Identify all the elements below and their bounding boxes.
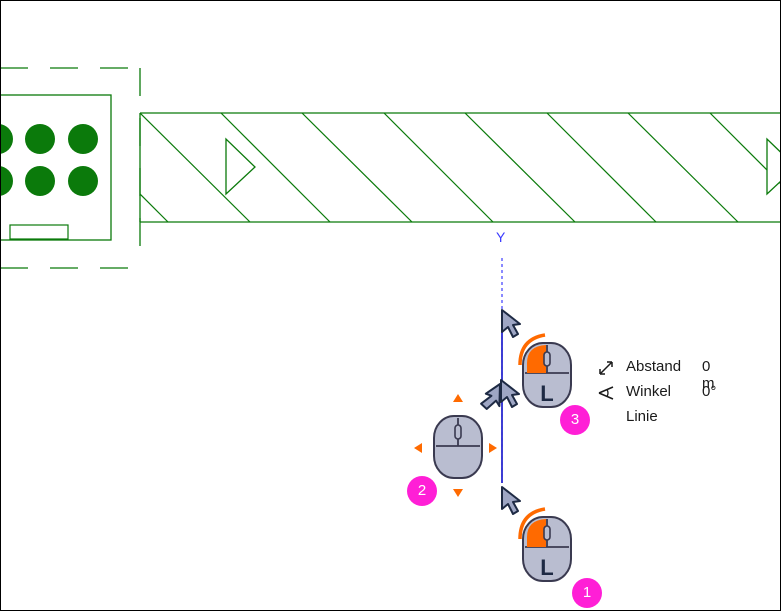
mode-label: Linie <box>626 408 658 425</box>
distance-arrow-icon <box>599 361 613 375</box>
dot <box>1 124 13 154</box>
cursor-icon <box>500 379 520 408</box>
mouse-left-click-icon <box>518 333 573 409</box>
arrow-down-icon <box>453 489 463 497</box>
angle-value: 0° <box>702 383 717 400</box>
dot <box>1 166 13 196</box>
dot <box>68 124 98 154</box>
equipment-outline[interactable] <box>0 94 112 241</box>
arrow-up-icon <box>453 394 463 402</box>
step-badge-3: 3 <box>560 405 590 435</box>
direction-arrow-icon <box>225 137 256 196</box>
conveyor-band[interactable] <box>59 112 781 223</box>
object-dashed-outline <box>1 67 141 269</box>
distance-label: Abstand <box>626 358 682 375</box>
equipment-base <box>9 224 69 240</box>
direction-arrow-icon <box>766 137 780 196</box>
step-badge-1: 1 <box>572 578 602 608</box>
angle-label: Winkel <box>626 383 672 400</box>
step-badge-2: 2 <box>407 476 437 506</box>
hatch-lines <box>140 113 780 222</box>
distance-value: 0 m <box>702 358 715 392</box>
dot <box>25 124 55 154</box>
cursor-icon <box>480 383 501 410</box>
dot-array <box>1 124 98 196</box>
arrow-right-icon <box>489 443 497 453</box>
dot <box>25 166 55 196</box>
mouse-move-icon <box>414 394 497 497</box>
cursor-icon <box>501 309 521 338</box>
y-axis-label: Y <box>496 229 506 245</box>
angle-icon <box>598 386 614 400</box>
mouse-left-click-icon <box>518 507 573 583</box>
dot <box>68 166 98 196</box>
arrow-left-icon <box>414 443 422 453</box>
cursor-icon <box>501 486 521 515</box>
